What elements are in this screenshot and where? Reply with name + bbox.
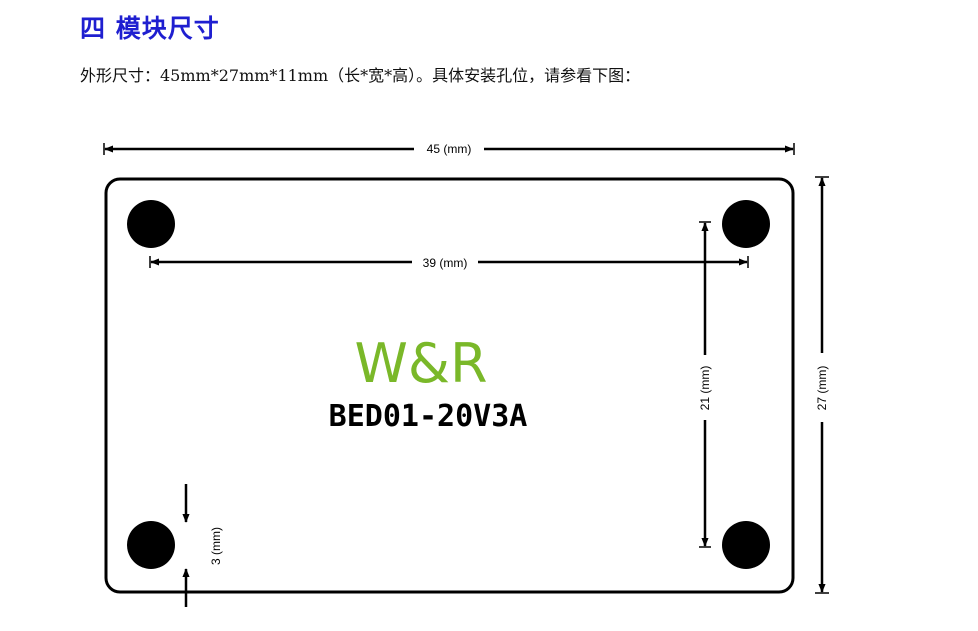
dimension-overall-height: 27 (mm) [815,176,829,594]
model-label: BED01-20V3A [329,399,528,434]
mounting-hole-bottom-left [127,521,175,569]
hole-spacing-y-label: 21 (mm) [698,366,712,411]
dimension-edge-offset: 3 (mm) [182,484,223,607]
mounting-hole-bottom-right [722,521,770,569]
edge-offset-label: 3 (mm) [209,527,223,565]
mounting-hole-top-right [722,200,770,248]
dimension-hole-spacing-x: 39 (mm) [149,256,749,270]
dimension-overall-width: 45 (mm) [103,142,795,156]
section-heading: 四 模块尺寸 [80,14,220,43]
brand-logo: W&R [354,332,487,395]
board-outline [104,177,795,594]
dimension-description: 外形尺寸：45mm*27mm*11mm（长*宽*高）。具体安装孔位，请参看下图： [80,66,641,85]
overall-height-label: 27 (mm) [815,366,829,411]
mounting-hole-top-left [127,200,175,248]
overall-width-label: 45 (mm) [427,142,472,156]
dimension-hole-spacing-y: 21 (mm) [698,221,712,548]
hole-spacing-x-label: 39 (mm) [423,256,468,270]
